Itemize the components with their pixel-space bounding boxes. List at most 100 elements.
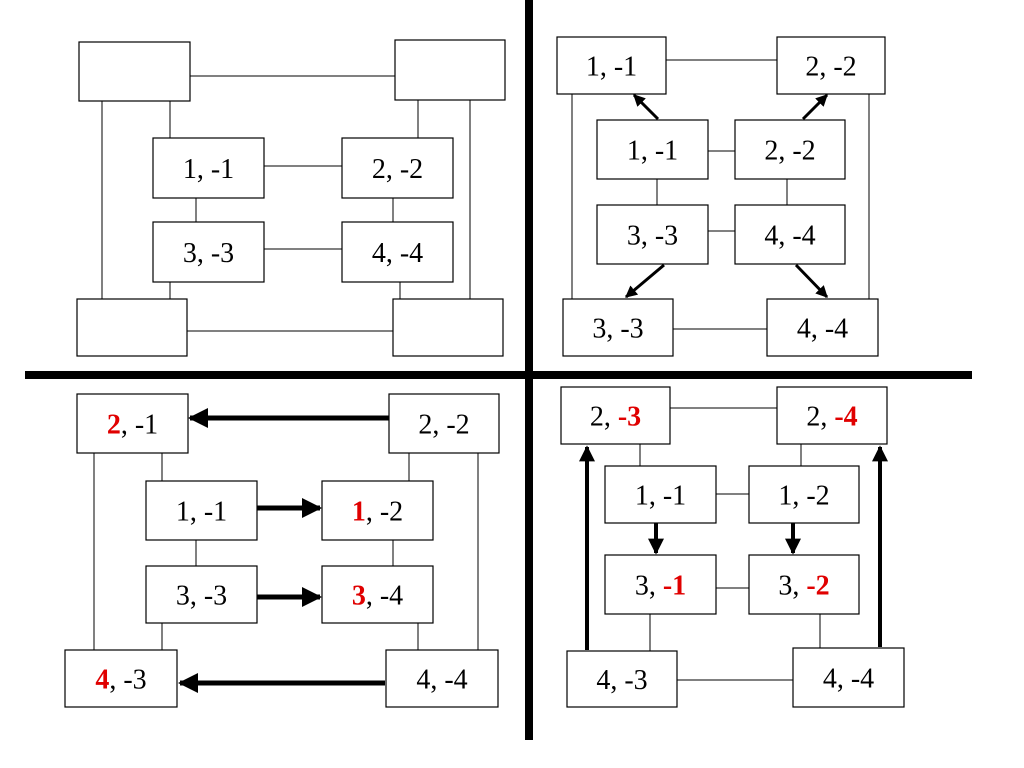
p1-inner-box-bottom-right-label: 4, -4 bbox=[764, 221, 815, 252]
p2-inner-box-top-left: 1, -1 bbox=[145, 480, 258, 541]
p1-inner-box-top-left: 1, -1 bbox=[596, 119, 709, 180]
p1-inner-box-top-right-label-pre: 2, -2 bbox=[764, 136, 815, 167]
p0-inner-box-top-left: 1, -1 bbox=[152, 137, 265, 199]
p2-outer-box-bottom-left: 4, -3 bbox=[64, 649, 178, 708]
p1-inner-box-bottom-left-label-pre: 3, -3 bbox=[627, 221, 678, 252]
p1-inner-box-top-left-frame bbox=[596, 119, 709, 180]
p1-inner-box-bottom-right: 4, -4 bbox=[734, 204, 846, 265]
p3-inner-box-top-right: 1, -2 bbox=[748, 465, 860, 524]
p2-outer-box-bottom-right-label-pre: 4, -4 bbox=[416, 665, 467, 696]
p3-inner-box-top-right-label: 1, -2 bbox=[778, 481, 829, 512]
p3-inner-box-bottom-right: 3, -2 bbox=[748, 554, 860, 615]
p3-inner-box-bottom-right-label-hl: -2 bbox=[806, 571, 829, 602]
p2-outer-box-bottom-right: 4, -4 bbox=[385, 649, 499, 708]
p2-inner-box-bottom-right-frame bbox=[321, 565, 434, 624]
p3-outer-box-top-right-label: 2, -4 bbox=[806, 402, 857, 433]
p1-inner-box-bottom-right-frame bbox=[734, 204, 846, 265]
p3-inner-box-top-left: 1, -1 bbox=[604, 465, 717, 524]
p1-outer-box-top-left-frame bbox=[556, 36, 667, 95]
p0-inner-box-top-right-label-pre: 2, -2 bbox=[372, 154, 423, 185]
p1-outer-box-bottom-left-label: 3, -3 bbox=[592, 314, 643, 345]
p3-outer-box-bottom-right-frame bbox=[792, 647, 905, 708]
p3-inner-box-bottom-left-frame bbox=[604, 554, 717, 615]
p3-outer-box-top-left-label-hl: -3 bbox=[618, 402, 641, 433]
p0-outer-box-top-right-frame bbox=[394, 39, 506, 101]
p0-inner-box-bottom-right-frame bbox=[341, 221, 454, 283]
p1-inner-box-bottom-right-label-pre: 4, -4 bbox=[764, 221, 815, 252]
p2-outer-box-top-left-frame bbox=[76, 393, 189, 454]
p2-inner-box-top-left-frame bbox=[145, 480, 258, 541]
arrow-up-left bbox=[632, 93, 660, 121]
p2-inner-box-bottom-right-label-post: , -4 bbox=[366, 581, 403, 612]
p3-outer-box-bottom-right-label: 4, -4 bbox=[823, 664, 874, 695]
p3-inner-box-top-right-label-pre: 1, -2 bbox=[778, 481, 829, 512]
p2-inner-box-top-left-label: 1, -1 bbox=[176, 497, 227, 528]
p3-outer-box-top-right: 2, -4 bbox=[776, 386, 888, 445]
p3-inner-box-bottom-left: 3, -1 bbox=[604, 554, 717, 615]
p3-outer-box-top-right-label-pre: 2, bbox=[806, 402, 834, 433]
p2-outer-box-top-left-label-hl: 2 bbox=[107, 410, 121, 441]
p3-inner-box-bottom-right-label: 3, -2 bbox=[778, 571, 829, 602]
arrow-down-right bbox=[794, 263, 829, 299]
p0-inner-box-bottom-left-label: 3, -3 bbox=[183, 238, 234, 269]
p2-outer-box-bottom-left-label-hl: 4 bbox=[95, 665, 109, 696]
p2-inner-box-top-left-label-pre: 1, -1 bbox=[176, 497, 227, 528]
p1-outer-box-top-left-label: 1, -1 bbox=[586, 52, 637, 83]
p2-inner-box-top-right-label: 1, -2 bbox=[352, 497, 403, 528]
p3-outer-box-top-left: 2, -3 bbox=[560, 386, 671, 445]
p1-outer-box-top-right-label: 2, -2 bbox=[805, 52, 856, 83]
p0-inner-box-bottom-left-frame bbox=[152, 221, 265, 283]
p0-outer-box-top-right bbox=[394, 39, 506, 101]
p3-outer-box-top-left-label-pre: 2, bbox=[590, 402, 618, 433]
p2-outer-box-bottom-right-frame bbox=[385, 649, 499, 708]
p1-outer-box-bottom-left: 3, -3 bbox=[562, 298, 674, 357]
p2-outer-box-top-left: 2, -1 bbox=[76, 393, 189, 454]
p1-inner-box-top-right-label: 2, -2 bbox=[764, 136, 815, 167]
p0-inner-box-top-left-frame bbox=[152, 137, 265, 199]
p1-inner-box-bottom-left-label: 3, -3 bbox=[627, 221, 678, 252]
p1-outer-box-top-right-label-pre: 2, -2 bbox=[805, 52, 856, 83]
p1-outer-box-top-left: 1, -1 bbox=[556, 36, 667, 95]
p0-inner-box-top-right-frame bbox=[341, 137, 454, 199]
p0-inner-box-top-right: 2, -2 bbox=[341, 137, 454, 199]
p0-outer-box-bottom-left bbox=[76, 298, 188, 357]
arrow-down-left bbox=[625, 263, 665, 299]
p0-inner-box-top-left-label: 1, -1 bbox=[183, 154, 234, 185]
p2-inner-box-bottom-right-label: 3, -4 bbox=[352, 581, 403, 612]
p2-outer-box-bottom-left-label: 4, -3 bbox=[95, 665, 146, 696]
p2-outer-box-top-right-frame bbox=[388, 393, 500, 454]
p2-outer-box-top-right-label-pre: 2, -2 bbox=[418, 410, 469, 441]
p0-inner-box-bottom-right: 4, -4 bbox=[341, 221, 454, 283]
p0-outer-box-bottom-left-frame bbox=[76, 298, 188, 357]
p3-outer-box-bottom-left-label-pre: 4, -3 bbox=[596, 665, 647, 696]
p2-inner-box-bottom-left-label: 3, -3 bbox=[176, 581, 227, 612]
p2-outer-box-bottom-left-label-post: , -3 bbox=[109, 665, 146, 696]
p3-inner-box-bottom-right-label-pre: 3, bbox=[778, 571, 806, 602]
p1-outer-box-top-right: 2, -2 bbox=[776, 36, 886, 95]
p0-outer-box-top-left-frame bbox=[78, 41, 191, 102]
p1-inner-box-top-right: 2, -2 bbox=[734, 119, 846, 180]
p0-inner-box-bottom-right-label-pre: 4, -4 bbox=[372, 238, 423, 269]
p0-inner-box-bottom-left-label-pre: 3, -3 bbox=[183, 238, 234, 269]
p3-outer-box-top-left-label: 2, -3 bbox=[590, 402, 641, 433]
p3-outer-box-top-right-label-hl: -4 bbox=[834, 402, 857, 433]
p1-outer-box-bottom-right-label: 4, -4 bbox=[797, 314, 848, 345]
p0-outer-box-top-left bbox=[78, 41, 191, 102]
p1-inner-box-top-left-label-pre: 1, -1 bbox=[627, 136, 678, 167]
p3-outer-box-bottom-left-frame bbox=[566, 650, 678, 708]
p1-outer-box-bottom-right: 4, -4 bbox=[766, 298, 879, 357]
p2-inner-box-top-right-label-post: , -2 bbox=[366, 497, 403, 528]
p2-outer-box-bottom-right-label: 4, -4 bbox=[416, 665, 467, 696]
p1-outer-box-bottom-right-label-pre: 4, -4 bbox=[797, 314, 848, 345]
p0-inner-box-top-left-label-pre: 1, -1 bbox=[183, 154, 234, 185]
p0-inner-box-bottom-right-label: 4, -4 bbox=[372, 238, 423, 269]
p1-outer-box-bottom-right-frame bbox=[766, 298, 879, 357]
p1-inner-box-bottom-left-frame bbox=[596, 204, 709, 265]
p3-inner-box-top-left-frame bbox=[604, 465, 717, 524]
p2-outer-box-bottom-left-frame bbox=[64, 649, 178, 708]
p2-outer-box-top-right-label: 2, -2 bbox=[418, 410, 469, 441]
p0-outer-box-bottom-right-frame bbox=[392, 298, 504, 357]
p3-outer-box-top-left-frame bbox=[560, 386, 671, 445]
p3-inner-box-top-right-frame bbox=[748, 465, 860, 524]
